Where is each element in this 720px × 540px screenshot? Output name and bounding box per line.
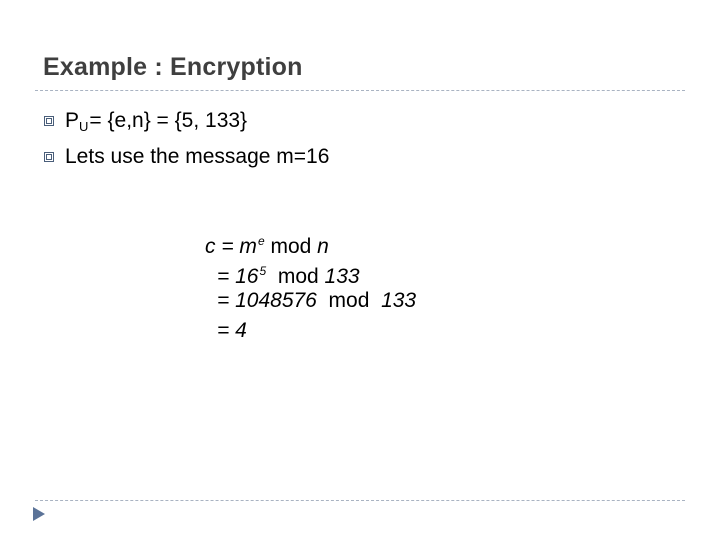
equation-mod-3: mod	[316, 289, 382, 312]
slide-title: Example : Encryption	[43, 53, 303, 81]
title-divider	[35, 90, 685, 91]
equation-exponent-e: e	[257, 234, 265, 248]
equation-line-1: c = me mod n	[205, 227, 416, 258]
equation-exponent-5: 5	[259, 263, 267, 278]
square-bullet-icon	[44, 152, 54, 162]
equation-modulus-2: 133	[324, 264, 360, 288]
equation-result: = 4	[217, 318, 247, 342]
equation-line-3: = 1048576 mod 133	[205, 286, 416, 316]
equation-line-2: = 165 mod 133	[205, 257, 416, 288]
equation-value-2: = 16	[217, 264, 259, 288]
equation-value-3: = 1048576	[217, 289, 317, 312]
message-text: Lets use the message m=16	[65, 145, 330, 168]
public-key-symbol: P	[65, 109, 80, 132]
equation-mod-2: mod	[266, 264, 325, 288]
equation-lhs: c = m	[205, 235, 257, 258]
bullet-message: Lets use the message m=16	[44, 139, 329, 175]
nav-arrow-icon[interactable]	[32, 506, 46, 522]
bullet-list: PU= {e,n} = {5, 133} Lets use the messag…	[44, 103, 329, 175]
square-bullet-icon	[44, 116, 54, 126]
equation-n: n	[317, 235, 329, 258]
equation-line-4: = 4	[205, 316, 416, 346]
public-key-value: = {e,n} = {5, 133}	[89, 109, 248, 132]
encryption-equation: c = me mod n = 165 mod 133 = 1048576 mod…	[205, 227, 416, 345]
bullet-public-key: PU= {e,n} = {5, 133}	[44, 103, 329, 139]
equation-mod-1: mod	[264, 235, 318, 258]
footer-divider	[35, 500, 685, 501]
equation-modulus-3: 133	[381, 289, 417, 312]
public-key-subscript: U	[79, 119, 89, 134]
